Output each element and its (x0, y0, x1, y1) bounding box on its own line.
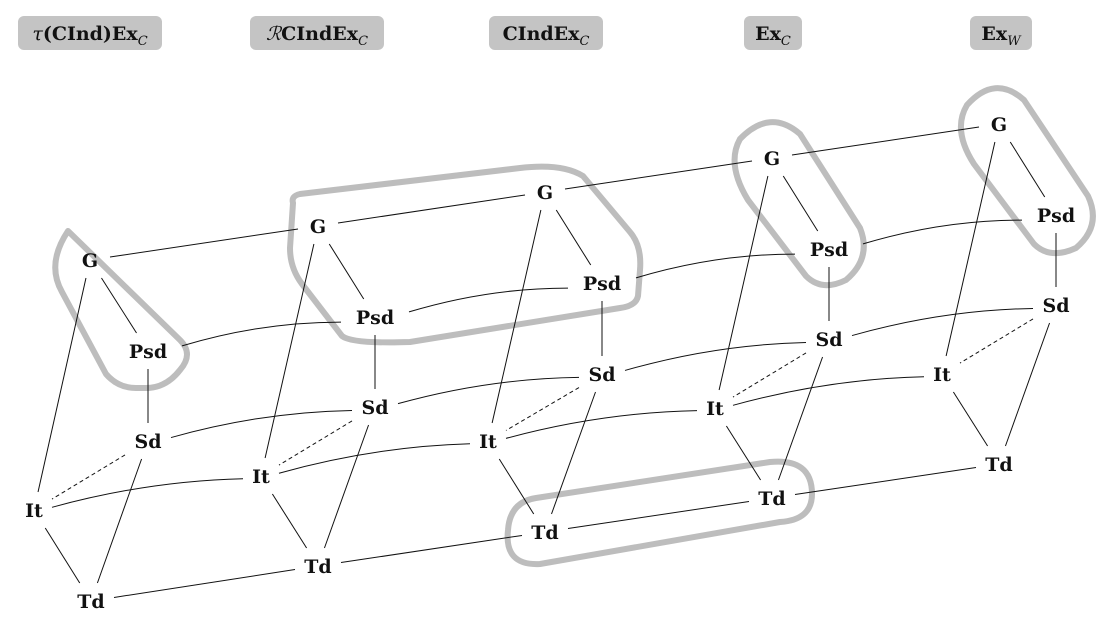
edge-g1-i1 (37, 277, 87, 493)
node-p3: Psd (583, 273, 621, 295)
node-i5: It (933, 364, 951, 386)
edge-t1-t2 (113, 569, 296, 598)
edge-g3-g4 (564, 160, 753, 190)
edge-s1-t1 (96, 458, 143, 584)
edge-s2-t2 (323, 424, 370, 549)
edge-g4-g5 (791, 126, 980, 156)
edge-t4-t5 (794, 466, 977, 496)
header-text: ExW (981, 23, 1022, 49)
node-t4: Td (758, 488, 785, 510)
edges (37, 126, 1057, 598)
node-g1: G (82, 250, 98, 272)
node-i3: It (479, 431, 497, 453)
edge-s1-s2 (170, 409, 353, 439)
edge-s3-t3 (551, 391, 596, 515)
edge-i1-t1 (44, 527, 81, 584)
edge-g2-p2 (328, 243, 365, 300)
edge-g2-g3 (337, 194, 526, 224)
node-p4: Psd (810, 239, 848, 261)
node-t5: Td (985, 454, 1012, 476)
highlight-outlines (52, 85, 1096, 568)
edge-i4-t4 (725, 425, 762, 481)
header-text: CIndExC (503, 23, 590, 49)
node-t2: Td (304, 556, 331, 578)
column-header-ex-w: ExW (970, 16, 1032, 50)
edge-s4-i4 (732, 352, 807, 398)
column-header-cindex-c: CIndExC (489, 16, 603, 50)
nodes: GPsdSdItTdGPsdSdItTdGPsdSdItTdGPsdSdItTd… (25, 114, 1075, 613)
column-header-ex-c: ExC (744, 16, 802, 50)
edge-s2-i2 (278, 420, 353, 466)
edge-i5-t5 (952, 391, 989, 447)
node-s5: Sd (1042, 295, 1069, 317)
node-s3: Sd (588, 364, 615, 386)
edge-i1-i2 (51, 478, 244, 508)
node-g4: G (764, 148, 780, 170)
header-box (970, 16, 1032, 50)
header-text: τ(CInd)ExC (32, 23, 147, 49)
edge-i2-i3 (278, 443, 471, 474)
node-t3: Td (531, 522, 558, 544)
node-i1: It (25, 500, 43, 522)
edge-g4-i4 (718, 175, 769, 391)
highlight-col1-g-psd (52, 228, 190, 391)
node-s2: Sd (361, 397, 388, 419)
node-p2: Psd (356, 307, 394, 329)
node-s4: Sd (815, 329, 842, 351)
edge-s5-i5 (959, 318, 1034, 364)
node-i4: It (706, 398, 724, 420)
header-box (18, 16, 162, 50)
highlight-col4-g-psd (731, 119, 867, 289)
header-text: ℛCIndExC (266, 23, 368, 49)
edge-s1-i1 (51, 454, 126, 500)
edge-g4-p4 (782, 175, 819, 232)
edge-g5-p5 (1009, 141, 1046, 198)
header-box (744, 16, 802, 50)
edge-g1-p1 (101, 277, 137, 334)
highlight-td-col3-col4 (504, 458, 815, 568)
edge-g5-i5 (945, 141, 996, 357)
edge-t2-t3 (340, 534, 523, 564)
edge-t3-t4 (567, 500, 750, 530)
highlight-col5-g-psd (957, 85, 1096, 257)
edge-p2-p3 (408, 287, 569, 313)
edge-p1-p2 (181, 321, 342, 347)
edge-s2-s3 (397, 376, 580, 405)
edge-g1-g2 (109, 228, 299, 258)
node-p5: Psd (1037, 205, 1075, 227)
edge-s4-t4 (777, 356, 824, 481)
edge-g3-i3 (491, 209, 542, 424)
edge-s3-i3 (505, 387, 580, 431)
edge-g2-i2 (264, 243, 315, 459)
highlight-col2-col3-g-psd (287, 163, 644, 346)
header-text: ExC (755, 23, 791, 49)
column-header-tau-cindex-c: τ(CInd)ExC (18, 16, 162, 50)
edge-i4-i5 (732, 376, 925, 406)
node-g5: G (991, 114, 1007, 136)
header-box (250, 16, 384, 50)
edge-s3-s4 (624, 342, 807, 371)
node-i2: It (252, 466, 270, 488)
node-t1: Td (77, 591, 104, 613)
node-g2: G (310, 216, 326, 238)
edge-i3-i4 (505, 410, 698, 439)
node-p1: Psd (129, 341, 167, 363)
node-g3: G (537, 182, 553, 204)
edge-i3-t3 (498, 458, 535, 515)
edge-p4-p5 (862, 219, 1023, 245)
column-header-r-cindex-c: ℛCIndExC (250, 16, 384, 50)
node-s1: Sd (134, 431, 161, 453)
edge-p3-p4 (635, 253, 796, 279)
edge-s4-s5 (851, 307, 1034, 337)
edge-i2-t2 (271, 493, 308, 549)
header-box (489, 16, 603, 50)
edge-g3-p3 (555, 209, 592, 266)
edge-s5-t5 (1004, 322, 1051, 447)
